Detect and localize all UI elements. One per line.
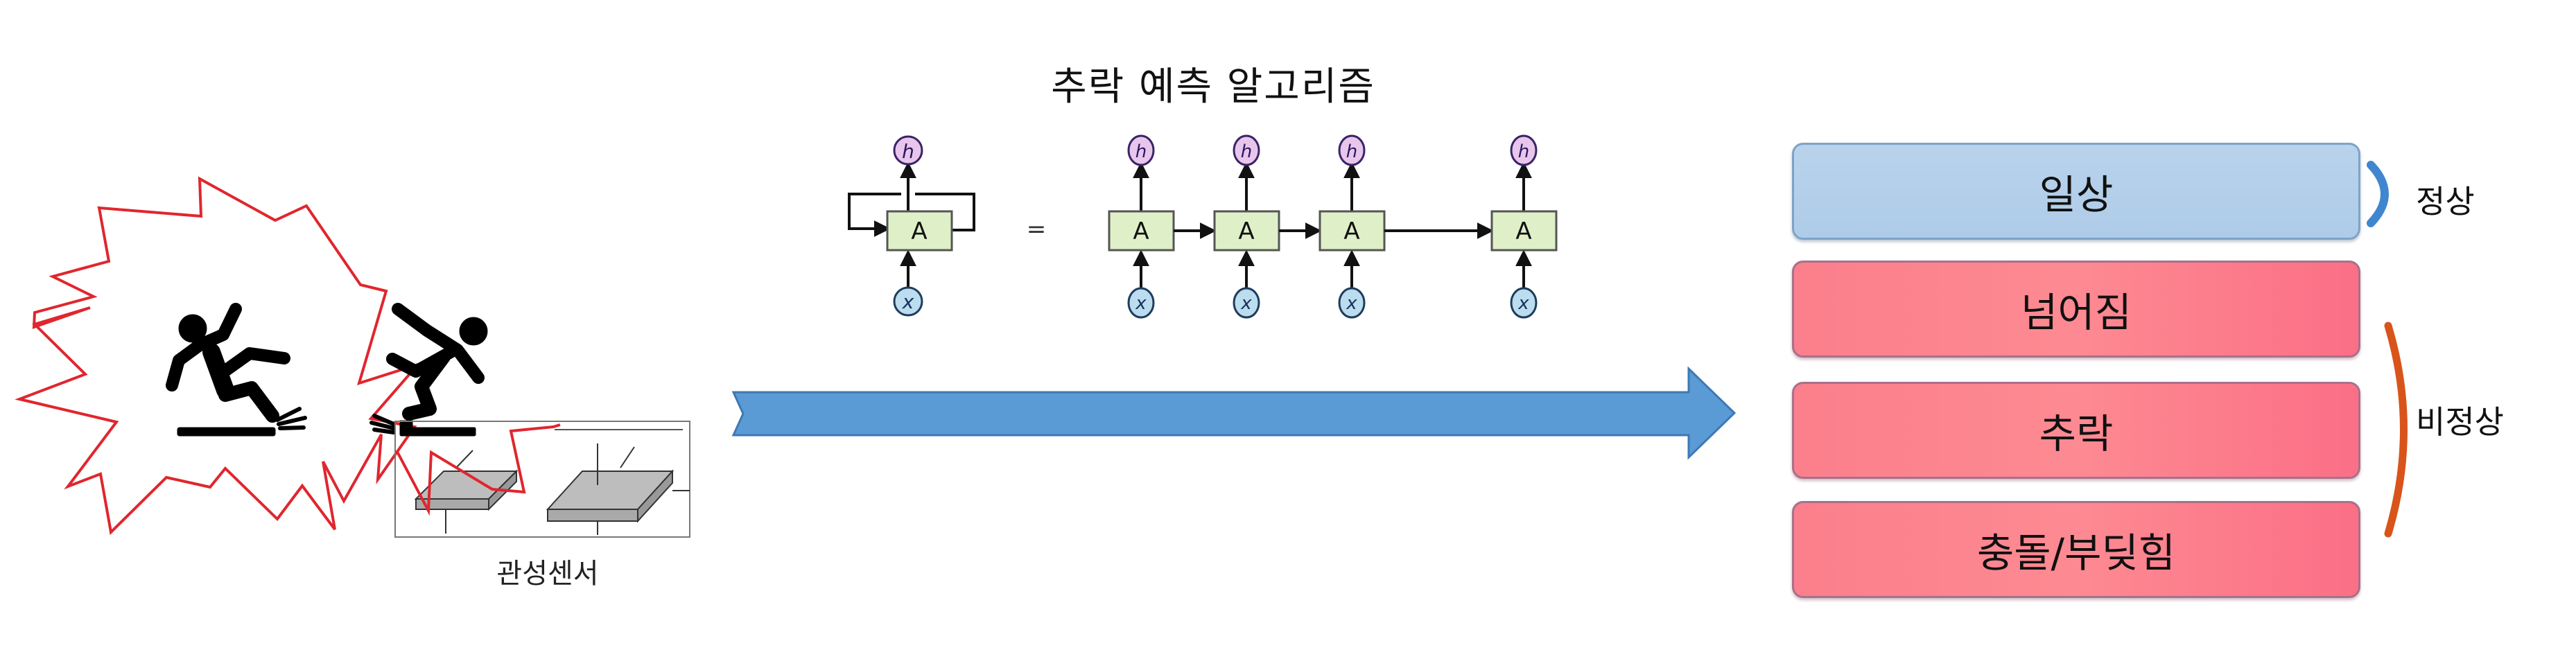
class-box-fall-from-height: 추락	[1792, 382, 2360, 479]
rnn-cell	[1490, 210, 1558, 252]
input-node-label: x	[1240, 293, 1252, 314]
equals-sign: =	[1027, 216, 1047, 243]
output-node	[1510, 134, 1538, 166]
input-node	[1338, 287, 1366, 319]
rnn-cell	[1319, 210, 1386, 252]
rnn-cell-label: A	[1133, 218, 1149, 245]
class-label: 충돌/부딪힘	[1976, 529, 2176, 577]
rnn-diagram: A h x = Ah x Ah x Ah x Ah x	[848, 134, 1558, 319]
output-node-label: h	[1518, 141, 1529, 162]
output-node-label: h	[1241, 141, 1252, 162]
rnn-cell-label: A	[911, 218, 927, 245]
group-label-abnormal: 비정상	[2416, 403, 2504, 441]
output-node	[1338, 134, 1366, 166]
rnn-input-label: x	[902, 290, 914, 313]
class-label: 추락	[2039, 410, 2114, 457]
rnn-cell-label: A	[1238, 218, 1254, 245]
impact-burst-overlap	[395, 423, 561, 516]
group-label-normal: 정상	[2416, 183, 2475, 220]
output-node	[1127, 134, 1155, 166]
slip-fall-figure-icon	[166, 303, 307, 437]
inertial-sensor-diagram	[394, 421, 690, 538]
input-node	[1510, 287, 1538, 319]
input-node-label: x	[1346, 293, 1357, 314]
rnn-cell	[1108, 210, 1175, 252]
output-node	[1233, 134, 1260, 166]
diagram-title: 추락 예측 알고리즘	[1051, 64, 1375, 109]
input-node-label: x	[1135, 293, 1147, 314]
rnn-rolled-cell: A h x	[848, 135, 975, 317]
abnormal-bracket-icon	[2384, 322, 2408, 538]
rnn-output-label: h	[902, 140, 914, 163]
class-box-daily: 일상	[1792, 143, 2360, 240]
input-node	[1127, 287, 1155, 319]
group-brackets	[2367, 161, 2408, 538]
normal-bracket-icon	[2367, 161, 2389, 227]
fall-illustration	[15, 176, 690, 538]
rnn-cell-label: A	[1343, 218, 1359, 245]
class-label: 일상	[2039, 171, 2114, 218]
class-label: 넘어짐	[2020, 289, 2132, 336]
rnn-cell-label: A	[1515, 218, 1531, 245]
input-node	[1233, 287, 1260, 319]
sensor-label: 관성센서	[496, 558, 599, 590]
trip-fall-figure-icon	[369, 303, 488, 437]
input-node-label: x	[1517, 293, 1529, 314]
class-box-collision: 충돌/부딪힘	[1792, 501, 2360, 598]
rnn-cell	[1213, 210, 1280, 252]
output-node-label: h	[1346, 141, 1357, 162]
output-node-label: h	[1135, 141, 1147, 162]
rnn-unrolled-chain: Ah x Ah x Ah x Ah x	[1108, 134, 1558, 319]
flow-arrow-icon	[731, 366, 1737, 460]
class-box-fall-over: 넘어짐	[1792, 261, 2360, 358]
